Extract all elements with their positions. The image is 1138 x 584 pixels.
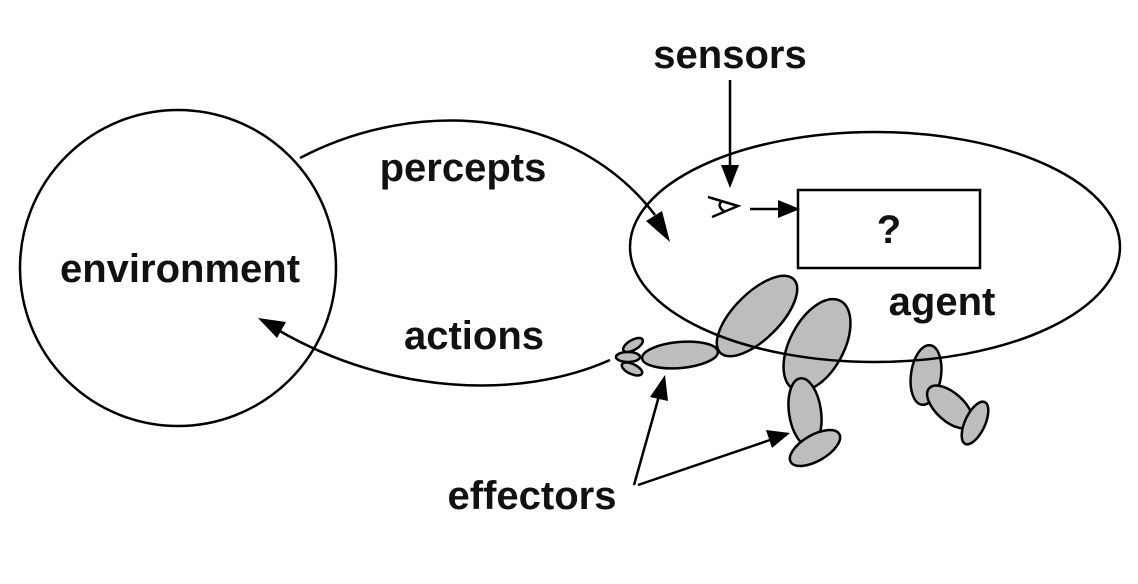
percepts-arrowhead	[646, 211, 670, 242]
arm-upper	[715, 274, 799, 358]
agent-limbs	[614, 274, 990, 468]
eye-to-box-arrowhead	[778, 200, 800, 218]
actions-label: actions	[404, 314, 544, 358]
hand-finger-3	[620, 361, 644, 377]
actions-arrow	[277, 328, 611, 387]
effectors-arrow-arm	[632, 395, 661, 486]
effectors-label: effectors	[448, 474, 617, 518]
eye-icon	[707, 195, 742, 219]
environment-label: environment	[60, 247, 300, 291]
effectors-arrowhead-arm	[650, 375, 668, 401]
hand-finger-2	[614, 350, 642, 364]
effectors-arrow-leg	[637, 438, 771, 487]
sensors-label: sensors	[653, 33, 806, 77]
agent-ellipse	[628, 130, 1122, 364]
percepts-label: percepts	[380, 146, 547, 190]
percepts-arrow	[299, 119, 656, 216]
actions-arrowhead	[258, 318, 286, 338]
sensors-arrowhead	[721, 165, 739, 188]
front-leg-foot	[788, 428, 842, 468]
arm-forearm	[640, 340, 720, 370]
effectors-arrowhead-leg	[766, 430, 790, 448]
agent-function-box	[796, 188, 982, 270]
agent-label: agent	[889, 280, 996, 324]
environment-circle	[18, 108, 338, 428]
agent-function-label: ?	[877, 208, 901, 252]
back-leg-foot	[960, 400, 990, 446]
hand-finger-1	[621, 336, 645, 354]
